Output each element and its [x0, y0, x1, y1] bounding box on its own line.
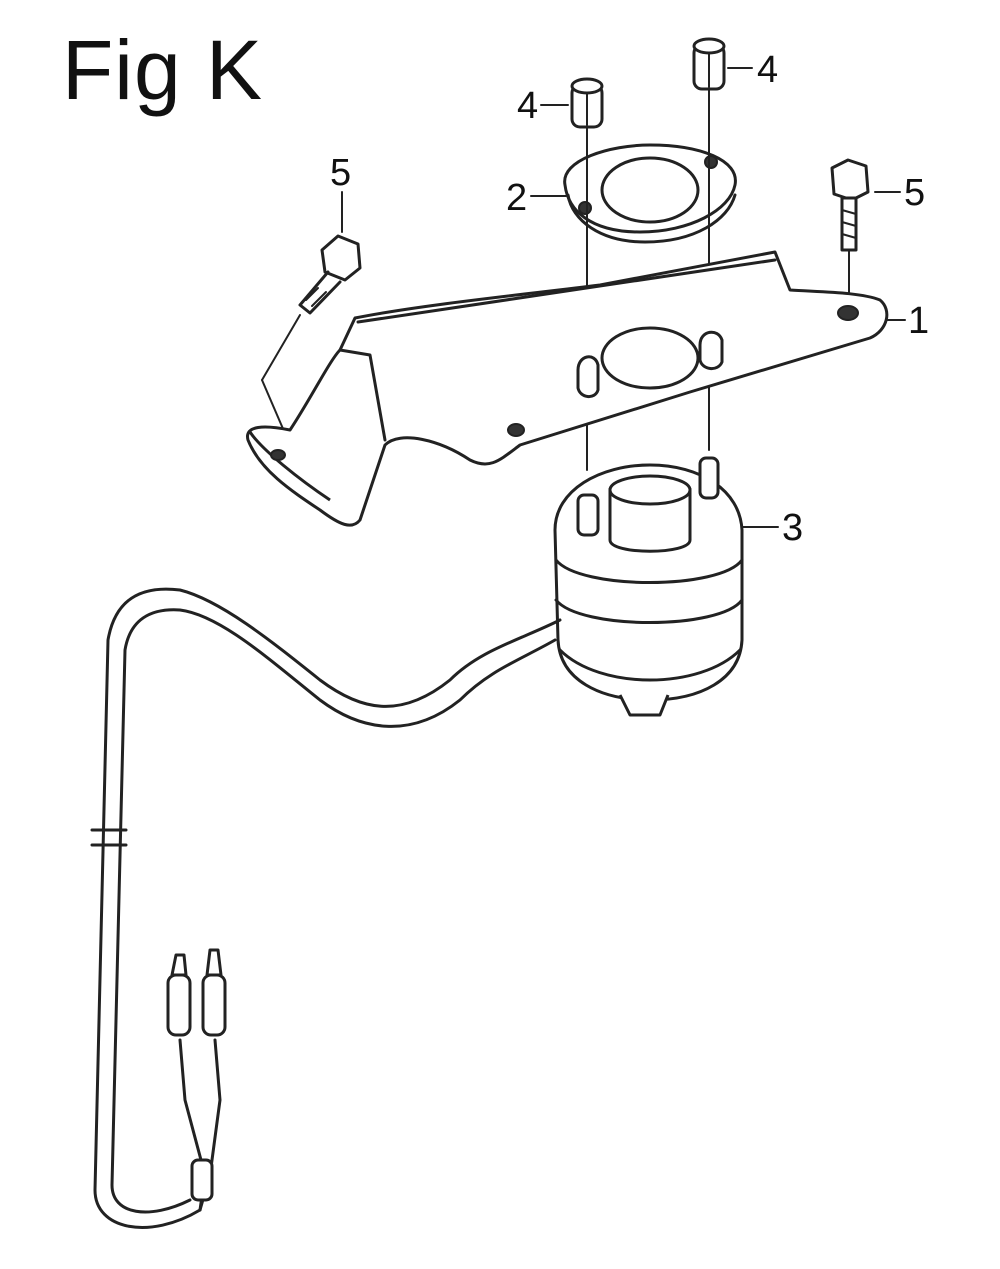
callout-3: 3 [782, 507, 803, 549]
callout-4-right: 4 [757, 49, 778, 91]
wire-harness [90, 587, 562, 1229]
bolt-left [298, 234, 362, 315]
callout-5-left: 5 [330, 152, 351, 194]
figure-title: Fig K [62, 23, 264, 117]
nut-left [570, 77, 604, 129]
bolt-right [830, 158, 870, 252]
mounting-bracket [246, 250, 889, 527]
callout-2: 2 [506, 177, 527, 219]
callout-5-right: 5 [904, 172, 925, 214]
callout-4-left: 4 [517, 85, 538, 127]
ignition-switch [553, 456, 744, 717]
nut-right [692, 37, 726, 91]
callout-1: 1 [908, 300, 929, 342]
